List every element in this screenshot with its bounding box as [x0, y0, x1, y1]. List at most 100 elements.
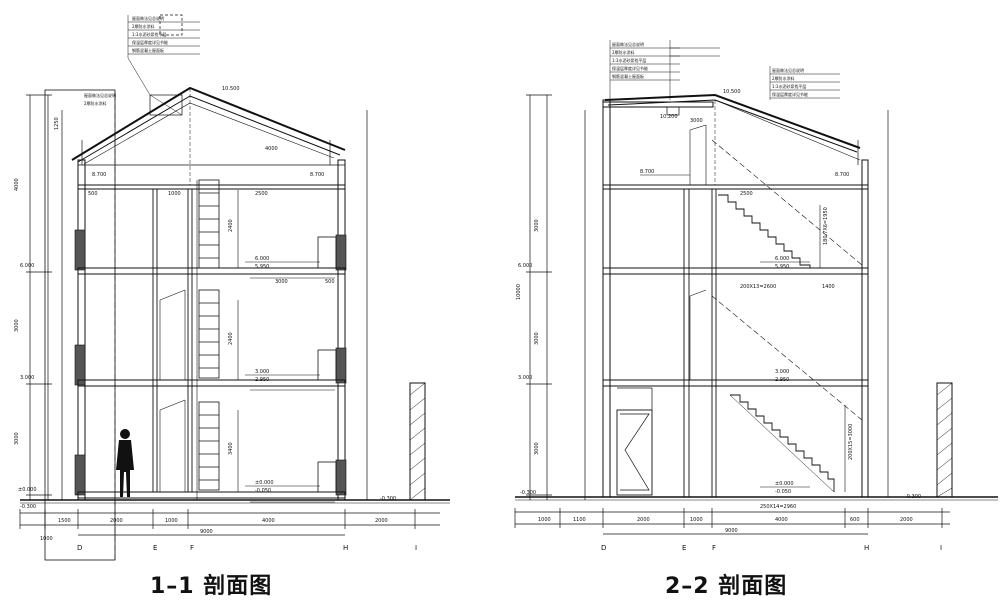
svg-text:4000: 4000: [265, 146, 278, 152]
svg-text:3000: 3000: [14, 432, 20, 445]
svg-text:-0.300: -0.300: [380, 496, 396, 502]
svg-text:H: H: [864, 544, 869, 552]
svg-text:3400: 3400: [228, 442, 234, 455]
svg-text:10.200: 10.200: [660, 114, 678, 120]
svg-text:3000: 3000: [534, 332, 540, 345]
svg-text:I: I: [940, 544, 942, 552]
svg-text:2厚防水涂料: 2厚防水涂料: [132, 23, 155, 29]
svg-text:3.000: 3.000: [775, 369, 789, 375]
svg-text:2400: 2400: [228, 332, 234, 345]
svg-text:200X15=3000: 200X15=3000: [848, 424, 854, 460]
svg-text:2400: 2400: [228, 219, 234, 232]
svg-text:2.950: 2.950: [775, 377, 789, 383]
svg-text:1250: 1250: [54, 117, 60, 130]
svg-text:屋面做法见总说明: 屋面做法见总说明: [772, 67, 804, 73]
svg-text:1:3水泥砂浆找平层: 1:3水泥砂浆找平层: [612, 57, 646, 63]
svg-text:-0.300: -0.300: [905, 494, 921, 500]
svg-text:6.000: 6.000: [518, 263, 532, 269]
svg-text:保温层厚度详见节能: 保温层厚度详见节能: [132, 39, 168, 45]
svg-text:200X13=2600: 200X13=2600: [740, 284, 776, 290]
svg-text:10.500: 10.500: [222, 86, 240, 92]
svg-text:2000: 2000: [375, 518, 388, 524]
section-1-1-notes-leader: [127, 15, 200, 96]
svg-text:±0.000: ±0.000: [255, 480, 274, 486]
svg-text:6.000: 6.000: [255, 256, 269, 262]
svg-text:1100: 1100: [573, 517, 586, 523]
svg-text:3000: 3000: [275, 279, 288, 285]
svg-text:180.7X6=1950: 180.7X6=1950: [823, 207, 829, 245]
svg-text:4000: 4000: [775, 517, 788, 523]
svg-text:4000: 4000: [262, 518, 275, 524]
svg-text:6.000: 6.000: [20, 263, 34, 269]
svg-text:D: D: [601, 544, 606, 552]
svg-text:500: 500: [325, 279, 335, 285]
svg-text:1000: 1000: [538, 517, 551, 523]
svg-text:2000: 2000: [110, 518, 123, 524]
svg-text:I: I: [415, 544, 417, 552]
svg-text:250X14=2960: 250X14=2960: [760, 504, 796, 510]
svg-text:D: D: [77, 544, 82, 552]
svg-text:E: E: [682, 544, 686, 552]
svg-text:3.000: 3.000: [518, 375, 532, 381]
svg-text:1500: 1500: [58, 518, 71, 524]
svg-text:8.700: 8.700: [310, 172, 324, 178]
svg-text:2000: 2000: [637, 517, 650, 523]
svg-text:3000: 3000: [14, 319, 20, 332]
svg-text:1400: 1400: [822, 284, 835, 290]
svg-text:保温层厚度详见节能: 保温层厚度详见节能: [772, 91, 808, 97]
svg-text:9000: 9000: [200, 529, 213, 535]
svg-text:6.000: 6.000: [775, 256, 789, 262]
svg-text:10000: 10000: [516, 284, 522, 300]
svg-text:-0.050: -0.050: [775, 489, 791, 495]
svg-text:8.700: 8.700: [92, 172, 106, 178]
svg-text:屋面做法见总说明: 屋面做法见总说明: [612, 41, 644, 47]
svg-text:600: 600: [850, 517, 860, 523]
svg-text:1:3水泥砂浆找平层: 1:3水泥砂浆找平层: [132, 31, 166, 37]
svg-text:屋面做法见总说明: 屋面做法见总说明: [84, 92, 116, 98]
svg-text:屋面做法见总说明: 屋面做法见总说明: [132, 15, 164, 21]
svg-text:10.500: 10.500: [723, 89, 741, 95]
svg-text:保温层厚度详见节能: 保温层厚度详见节能: [612, 65, 648, 71]
section-2-2-labels: 1000 1100 2000 1000 4000 600 2000 9000 1…: [516, 41, 921, 534]
section-2-2-drawing: [514, 93, 998, 535]
svg-text:1:3水泥砂浆找平层: 1:3水泥砂浆找平层: [772, 83, 806, 89]
svg-text:1000: 1000: [40, 536, 53, 542]
svg-text:3000: 3000: [534, 219, 540, 232]
svg-text:1000: 1000: [168, 191, 181, 197]
svg-text:±0.000: ±0.000: [775, 481, 794, 487]
section-1-1-title: 1–1 剖面图: [150, 574, 273, 599]
svg-text:1000: 1000: [690, 517, 703, 523]
svg-text:钢筋混凝土屋面板: 钢筋混凝土屋面板: [612, 73, 644, 79]
svg-text:-0.050: -0.050: [255, 488, 271, 494]
svg-text:±0.000: ±0.000: [18, 487, 37, 493]
svg-text:2000: 2000: [900, 517, 913, 523]
section-2-2-notes-leader: [609, 40, 840, 100]
svg-text:5.950: 5.950: [255, 264, 269, 270]
svg-text:3.000: 3.000: [255, 369, 269, 375]
svg-text:2厚防水涂料: 2厚防水涂料: [84, 100, 107, 106]
section-1-1-drawing: [19, 14, 450, 561]
svg-text:1000: 1000: [165, 518, 178, 524]
svg-text:9000: 9000: [725, 528, 738, 534]
svg-text:500: 500: [88, 191, 98, 197]
svg-text:3000: 3000: [690, 118, 703, 124]
svg-text:8.700: 8.700: [835, 172, 849, 178]
section-1-1-axis-labels: D E F H I: [77, 544, 417, 552]
svg-text:2500: 2500: [255, 191, 268, 197]
svg-text:E: E: [153, 544, 157, 552]
svg-text:-0.300: -0.300: [20, 504, 36, 510]
svg-text:4000: 4000: [14, 178, 20, 191]
svg-text:F: F: [712, 544, 716, 552]
svg-text:3000: 3000: [534, 442, 540, 455]
svg-text:2厚防水涂料: 2厚防水涂料: [612, 49, 635, 55]
svg-text:-0.300: -0.300: [520, 490, 536, 496]
svg-text:3.000: 3.000: [20, 375, 34, 381]
svg-text:2厚防水涂料: 2厚防水涂料: [772, 75, 795, 81]
person-silhouette: [116, 429, 134, 497]
svg-text:8.700: 8.700: [640, 169, 654, 175]
section-1-1-labels: 1000 1500 2000 1000 4000 2000 9000 4000 …: [14, 15, 396, 542]
svg-text:钢筋混凝土屋面板: 钢筋混凝土屋面板: [132, 47, 164, 53]
svg-text:5.950: 5.950: [775, 264, 789, 270]
svg-text:2500: 2500: [740, 191, 753, 197]
